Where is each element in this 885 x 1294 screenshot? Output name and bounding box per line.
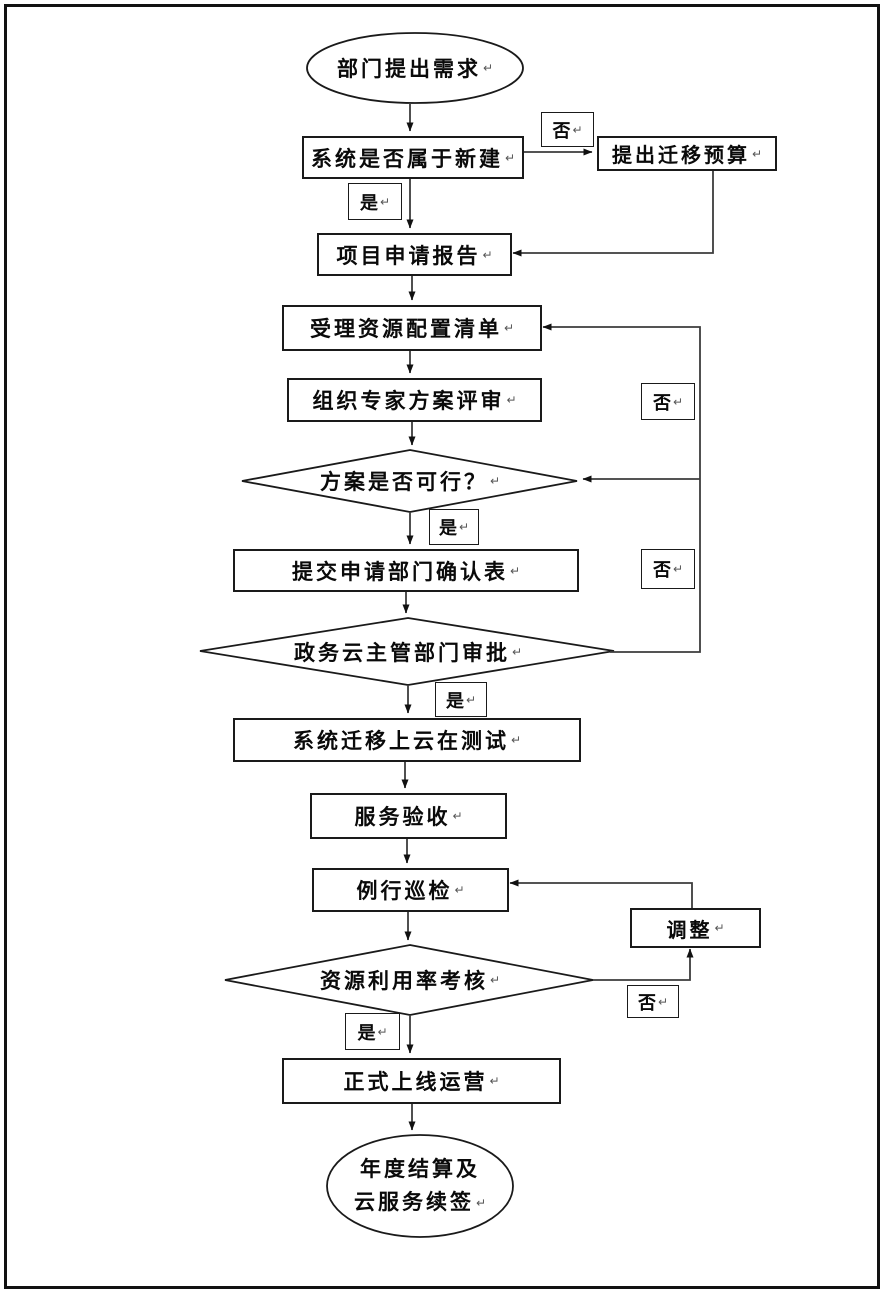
edge-adjust-to-inspect: [509, 879, 693, 908]
return-mark: ↵: [482, 247, 493, 262]
return-mark: ↵: [503, 321, 515, 335]
end-ellipse: [326, 1134, 514, 1238]
node-adjust-label: 调整: [666, 917, 713, 942]
return-mark: ↵: [511, 644, 523, 659]
return-mark: ↵: [454, 883, 465, 897]
node-is-new-label: 系统是否属于新建: [310, 146, 503, 171]
return-mark: ↵: [672, 394, 684, 409]
node-plan-feasible: 方案是否可行？↵: [260, 450, 560, 512]
node-accept-config-label: 受理资源配置清单: [309, 317, 502, 341]
node-gov-approval: 政务云主管部门审批↵: [230, 618, 586, 685]
node-project-report-label: 项目申请报告: [336, 243, 481, 268]
return-mark: ↵: [377, 1024, 388, 1039]
node-service-accept-label: 服务验收: [354, 805, 451, 829]
branch-no-2: 否↵: [641, 383, 695, 420]
branch-no-4: 否↵: [627, 985, 679, 1018]
return-mark: ↵: [458, 520, 470, 534]
return-mark: ↵: [509, 563, 521, 578]
return-mark: ↵: [672, 562, 684, 576]
return-mark: ↵: [714, 921, 725, 935]
return-mark: ↵: [482, 61, 494, 75]
return-mark: ↵: [510, 733, 522, 747]
node-routine-inspect-label: 例行巡检: [356, 879, 453, 903]
return-mark: ↵: [751, 146, 763, 161]
node-service-accept: 服务验收↵: [310, 793, 507, 839]
node-expert-review: 组织专家方案评审↵: [287, 378, 542, 422]
node-end-line2: 云服务续签↵: [353, 1190, 487, 1214]
return-mark: ↵: [489, 1074, 500, 1088]
node-is-new: 系统是否属于新建↵: [302, 136, 524, 179]
node-end-line1: 年度结算及: [360, 1157, 480, 1181]
branch-no-1: 否↵: [541, 112, 594, 147]
node-expert-review-label: 组织专家方案评审: [312, 389, 505, 413]
node-official-launch: 正式上线运营↵: [282, 1058, 561, 1104]
return-mark: ↵: [452, 809, 463, 823]
node-confirm-form-label: 提交申请部门确认表: [291, 559, 508, 584]
node-migrate-test-label: 系统迁移上云在测试: [292, 729, 509, 753]
node-start-label: 部门提出需求: [336, 57, 481, 81]
node-migration-budget: 提出迁移预算↵: [597, 136, 777, 171]
return-mark: ↵: [489, 474, 501, 488]
node-utilization-check: 资源利用率考核↵: [240, 945, 580, 1015]
node-official-launch-label: 正式上线运营: [343, 1070, 488, 1094]
node-gov-approval-label: 政务云主管部门审批: [293, 640, 510, 665]
node-end: 年度结算及 云服务续签↵: [327, 1140, 513, 1232]
edge-check-no-to-adjust: [593, 948, 694, 981]
return-mark: ↵: [465, 692, 477, 707]
edge-budget-to-report: [512, 167, 714, 257]
node-project-report: 项目申请报告↵: [317, 233, 512, 276]
return-mark: ↵: [572, 122, 583, 137]
edge-approval-no-to-accept: [542, 323, 701, 653]
node-start: 部门提出需求↵: [307, 33, 523, 103]
node-adjust: 调整↵: [630, 908, 761, 948]
start-ellipse: [306, 32, 524, 104]
node-plan-feasible-label: 方案是否可行？: [319, 470, 488, 494]
return-mark: ↵: [657, 994, 669, 1009]
return-mark: ↵: [506, 393, 517, 407]
node-migrate-test: 系统迁移上云在测试↵: [233, 718, 581, 762]
node-utilization-check-label: 资源利用率考核: [319, 969, 488, 993]
node-accept-config: 受理资源配置清单↵: [282, 305, 542, 351]
node-routine-inspect: 例行巡检↵: [312, 868, 509, 912]
node-migration-budget-label: 提出迁移预算: [611, 143, 750, 167]
branch-yes-2: 是↵: [429, 509, 479, 545]
return-mark: ↵: [504, 150, 516, 165]
return-mark: ↵: [475, 1195, 487, 1210]
return-mark: ↵: [489, 973, 501, 987]
node-confirm-form: 提交申请部门确认表↵: [233, 549, 579, 592]
branch-no-3: 否↵: [641, 549, 695, 589]
branch-yes-4: 是↵: [345, 1013, 400, 1050]
branch-yes-1: 是↵: [348, 183, 402, 220]
return-mark: ↵: [379, 194, 391, 209]
branch-yes-3: 是↵: [435, 682, 487, 717]
